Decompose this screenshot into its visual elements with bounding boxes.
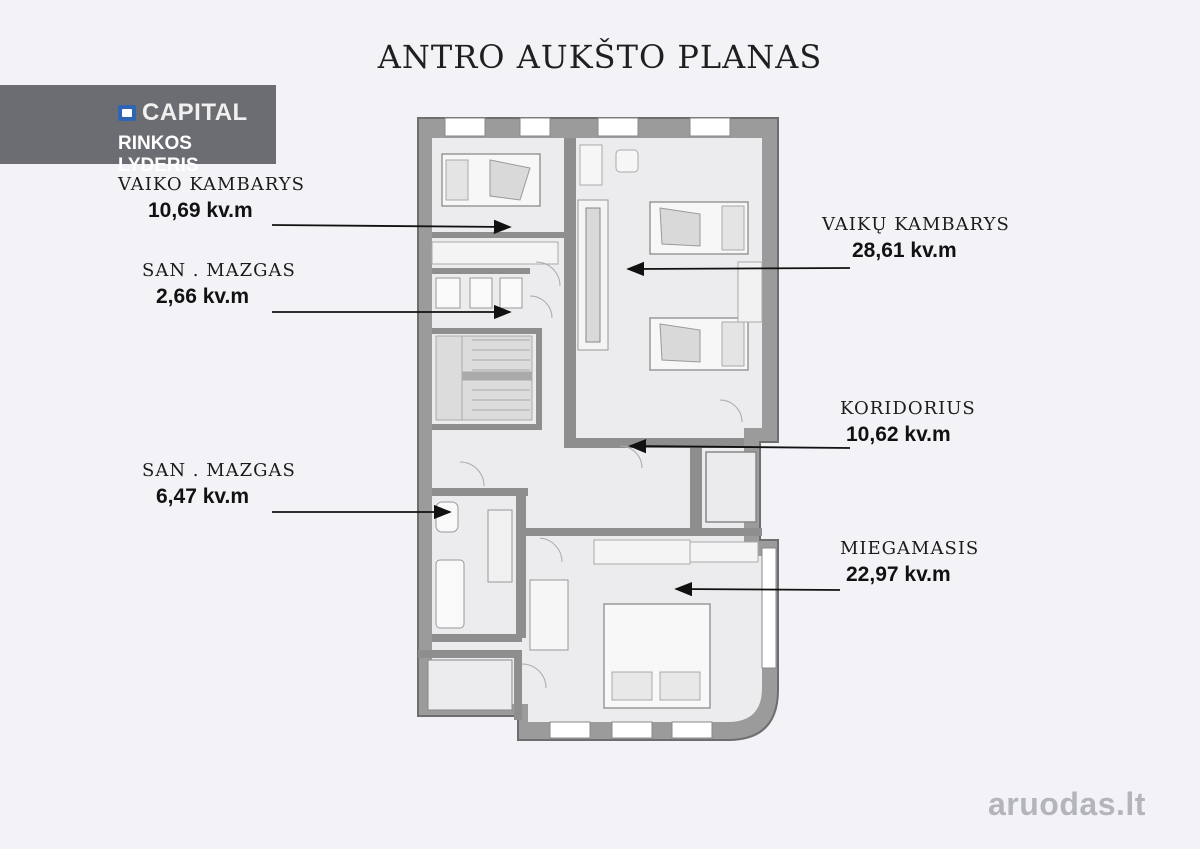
wall-corridor-top [576,438,744,448]
room-label-san-mazgas-large: SAN . MAZGAS 6,47 kv.m [142,460,296,509]
interior-walls [418,138,762,720]
wall-child-room-bottom [432,232,564,238]
window [671,721,713,739]
house-icon [118,105,136,121]
brand-logo-text: CAPITAL [142,99,248,126]
wall-bedroom-top [526,528,762,536]
window [597,117,639,137]
arrow-miegamasis [674,581,841,597]
window [519,117,551,137]
window [549,721,591,739]
wall-stair-bottom [432,424,542,430]
room-label-san-mazgas-small: SAN . MAZGAS 2,66 kv.m [142,260,296,309]
window [761,547,777,669]
room-name: VAIKO KAMBARYS [118,174,305,195]
wall-wc-bottom [432,328,542,334]
pointer-arrows [271,219,851,597]
desk-child-room [431,241,559,265]
page-title: ANTRO AUKŠTO PLANAS [377,38,823,76]
wall-vertical-center [564,138,576,448]
wall-bottom-room-top [418,650,518,658]
room-area: 6,47 kv.m [156,485,250,508]
wall-bath-right [516,488,526,638]
wall-stair-right [536,328,542,428]
children-room-furniture [577,144,763,371]
watermark: aruodas.lt [988,786,1146,822]
bed-child-room [441,153,541,207]
staircase [435,335,533,421]
room-label-vaiku-kambarys: VAIKŲ KAMBARYS 28,61 kv.m [822,214,1010,263]
bottom-small-room [427,659,513,711]
brand-tagline: RINKOS LYDERIS [118,133,199,176]
wall-bottom-room-right [514,650,522,720]
brand-logo: CAPITAL [118,99,248,127]
room-label-vaiko-kambarys: VAIKO KAMBARYS 10,69 kv.m [118,174,305,223]
room-area: 10,62 kv.m [846,423,951,446]
bedroom-furniture [529,539,759,709]
room-name: MIEGAMASIS [840,538,980,559]
room-name: VAIKŲ KAMBARYS [822,214,1010,235]
window [444,117,486,137]
closet-box [705,451,757,523]
room-area: 22,97 kv.m [846,563,951,586]
room-area: 10,69 kv.m [148,199,253,222]
wall-bath-top [432,488,528,496]
room-area: 28,61 kv.m [852,239,957,262]
window [689,117,731,137]
doors [459,261,743,689]
room-label-miegamasis: MIEGAMASIS 22,97 kv.m [840,538,979,587]
room-label-koridorius: KORIDORIUS 10,62 kv.m [840,398,976,447]
wc-small-fixtures [435,277,523,309]
room-name: SAN . MAZGAS [142,260,296,281]
wall-wc-top [432,268,530,274]
room-name: KORIDORIUS [840,398,976,419]
wall-closet-left [690,438,702,528]
room-area: 2,66 kv.m [156,285,250,308]
wall-bath-bottom [432,634,522,642]
window [611,721,653,739]
arrow-vaiku-kambarys [626,261,851,277]
brand-box: CAPITAL RINKOS LYDERIS [0,85,276,176]
room-name: SAN . MAZGAS [142,460,296,481]
arrow-koridorius [628,438,851,454]
arrow-vaiko-kambarys [271,219,512,235]
